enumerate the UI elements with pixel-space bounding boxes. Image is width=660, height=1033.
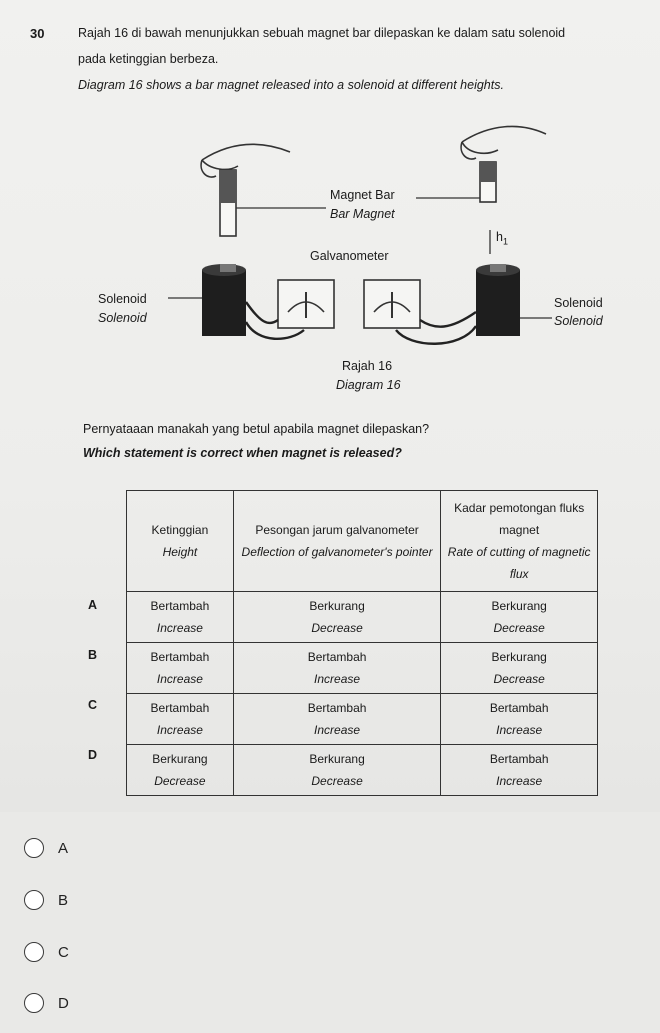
diagram-16: Magnet Bar Bar Magnet Galvanometer h1 So… bbox=[90, 112, 650, 412]
label-solenoid-left-ms: Solenoid bbox=[98, 292, 147, 306]
left-solenoid-icon bbox=[202, 264, 246, 336]
diagram-caption-ms: Rajah 16 bbox=[342, 359, 393, 373]
choice-c-label: C bbox=[58, 943, 69, 961]
right-bar-magnet-icon bbox=[479, 161, 497, 203]
label-solenoid-left-en: Solenoid bbox=[98, 311, 147, 325]
question-text-ms-2: pada ketinggian berbeza. bbox=[78, 52, 219, 66]
label-magnet-bar: Magnet Bar bbox=[330, 188, 395, 202]
choice-d-label: D bbox=[58, 994, 69, 1012]
choice-c[interactable]: C bbox=[24, 942, 69, 962]
right-hand-icon bbox=[460, 125, 547, 160]
row-letter-b: B bbox=[88, 648, 98, 662]
question-text-ms-1: Rajah 16 di bawah menunjukkan sebuah mag… bbox=[78, 26, 566, 40]
left-bar-magnet-icon bbox=[219, 169, 237, 237]
choice-b[interactable]: B bbox=[24, 890, 68, 910]
prompt-ms: Pernyataaan manakah yang betul apabila m… bbox=[83, 422, 430, 436]
left-hand-icon bbox=[200, 143, 291, 178]
left-galvanometer-icon bbox=[277, 279, 335, 329]
diagram-caption-en: Diagram 16 bbox=[336, 378, 401, 392]
right-solenoid-icon bbox=[476, 264, 520, 336]
row-letter-d: D bbox=[88, 748, 98, 762]
choice-d[interactable]: D bbox=[24, 993, 69, 1013]
row-letter-c: C bbox=[88, 698, 98, 712]
radio-d[interactable] bbox=[24, 993, 44, 1013]
solenoid-diagram bbox=[168, 125, 552, 345]
choice-a[interactable]: A bbox=[24, 838, 68, 858]
choice-a-label: A bbox=[58, 839, 69, 857]
row-letter-a: A bbox=[88, 598, 98, 612]
label-bar-magnet: Bar Magnet bbox=[330, 207, 395, 221]
label-h1: h1 bbox=[496, 230, 508, 247]
radio-a[interactable] bbox=[24, 838, 44, 858]
prompt-en: Which statement is correct when magnet i… bbox=[83, 446, 402, 460]
radio-b[interactable] bbox=[24, 890, 44, 910]
question-text-en: Diagram 16 shows a bar magnet released i… bbox=[78, 78, 504, 92]
choice-b-label: B bbox=[58, 891, 69, 909]
radio-c[interactable] bbox=[24, 942, 44, 962]
label-solenoid-right-ms: Solenoid bbox=[554, 296, 603, 310]
question-sheet: 30 Rajah 16 di bawah menunjukkan sebuah … bbox=[0, 0, 660, 812]
label-galvanometer: Galvanometer bbox=[310, 249, 389, 263]
right-galvanometer-icon bbox=[363, 279, 421, 329]
question-number: 30 bbox=[30, 26, 45, 41]
connecting-wire bbox=[244, 301, 477, 345]
label-solenoid-right-en: Solenoid bbox=[554, 314, 603, 328]
